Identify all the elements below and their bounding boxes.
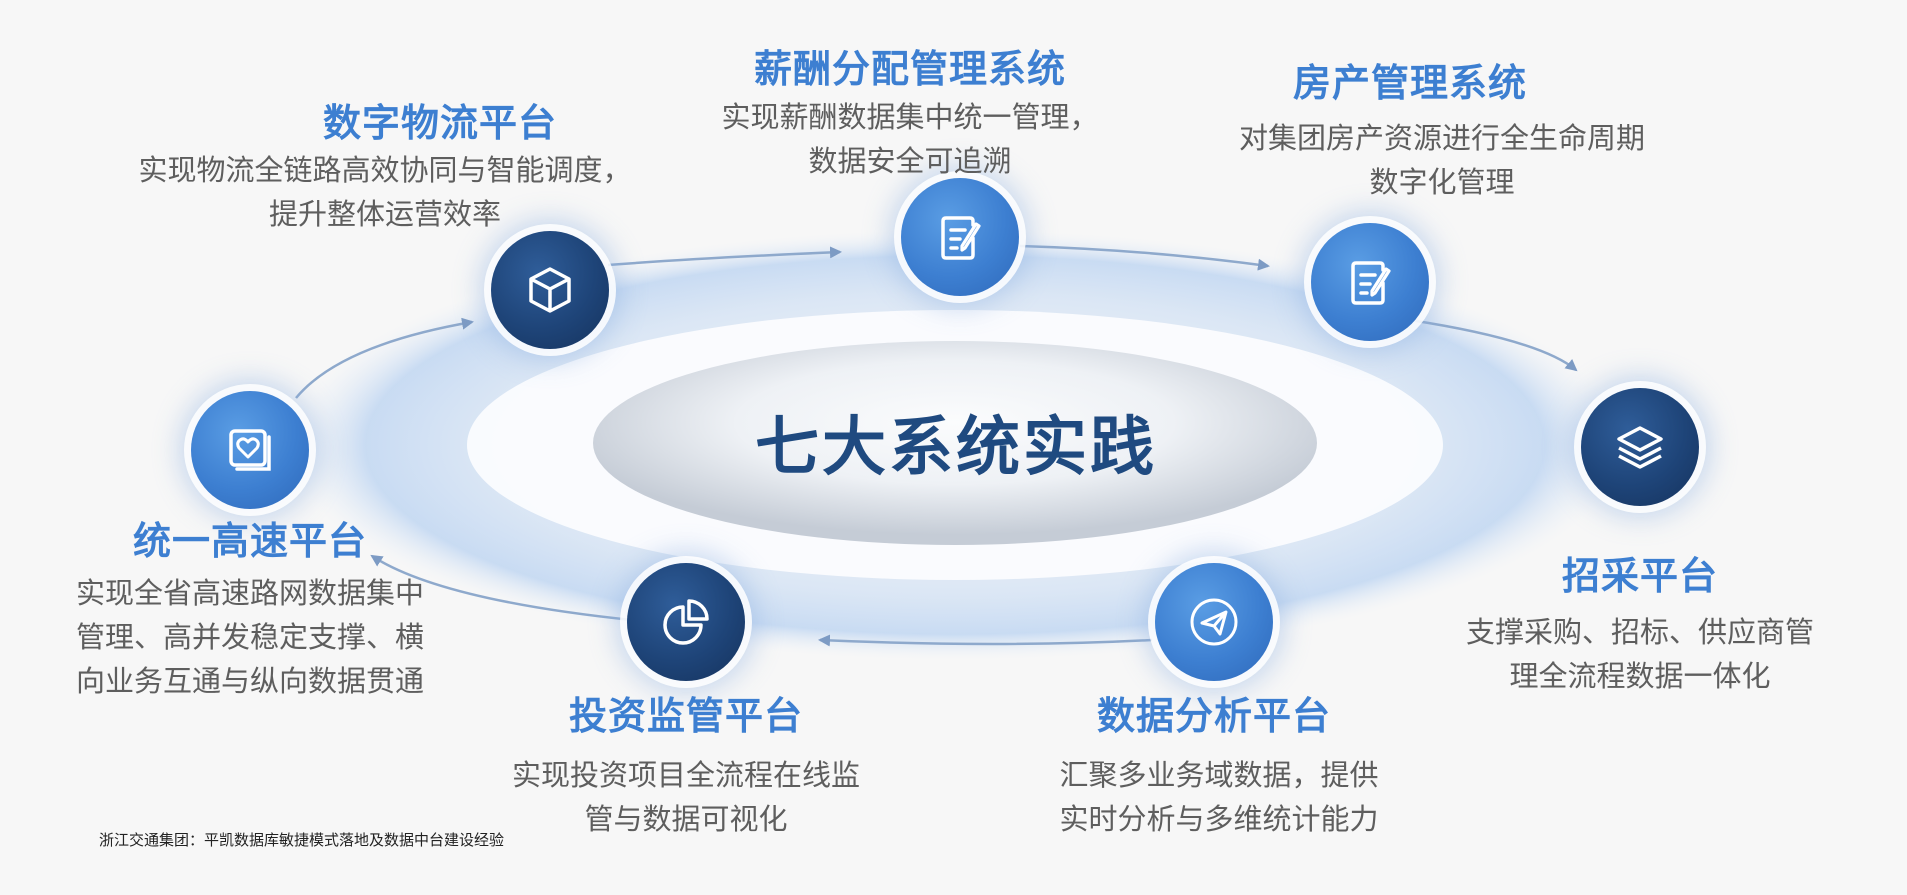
- heart-image-icon: [229, 429, 271, 471]
- system-title-4: 招采平台: [1561, 554, 1719, 598]
- paper-plane-icon: [1190, 598, 1238, 646]
- system-title-5: 数据分析平台: [1096, 694, 1332, 738]
- edit-document-icon: [941, 216, 981, 260]
- system-title-2: 薪酬分配管理系统: [753, 47, 1067, 91]
- flow-arrow-3: [1019, 244, 1270, 271]
- edit-document-icon: [1351, 261, 1391, 305]
- system-node-1: [491, 231, 609, 349]
- system-description-6: 实现投资项目全流程在线监 管与数据可视化: [511, 758, 861, 836]
- system-description-3: 对集团房产资源进行全生命周期 数字化管理: [1238, 121, 1646, 199]
- flow-arrow-4: [1409, 318, 1578, 372]
- center-title: 七大系统实践: [755, 411, 1157, 485]
- inner-grey-ellipse: [593, 341, 1317, 545]
- flow-arrow-5: [818, 634, 1153, 647]
- system-title-6: 投资监管平台: [568, 694, 804, 738]
- system-description-5: 汇聚多业务域数据，提供 实时分析与多维统计能力: [1059, 758, 1379, 836]
- system-title-7: 统一高速平台: [132, 519, 368, 563]
- system-title-3: 房产管理系统: [1292, 61, 1528, 105]
- system-node-7: [191, 391, 309, 509]
- layers-icon: [1617, 426, 1663, 469]
- footer-caption: 浙江交通集团：平凯数据库敏捷模式落地及数据中台建设经验: [99, 831, 505, 849]
- system-node-6: [627, 563, 745, 681]
- system-description-2: 实现薪酬数据集中统一管理， 数据安全可追溯: [721, 100, 1099, 178]
- system-node-5: [1155, 563, 1273, 681]
- system-node-3: [1311, 223, 1429, 341]
- flow-arrow-6: [370, 554, 633, 622]
- system-node-2: [901, 178, 1019, 296]
- cube-icon: [529, 267, 571, 313]
- system-node-4: [1581, 388, 1699, 506]
- system-title-1: 数字物流平台: [322, 101, 558, 145]
- system-description-4: 支撑采购、招标、供应商管 理全流程数据一体化: [1465, 615, 1815, 693]
- system-description-7: 实现全省高速路网数据集中 管理、高并发稳定支撑、横 向业务互通与纵向数据贯通: [75, 576, 425, 698]
- system-description-1: 实现物流全链路高效协同与智能调度， 提升整体运营效率: [138, 153, 632, 231]
- flow-arrow-1: [295, 317, 474, 399]
- flow-arrow-2: [607, 246, 842, 267]
- pie-chart-icon: [663, 599, 709, 645]
